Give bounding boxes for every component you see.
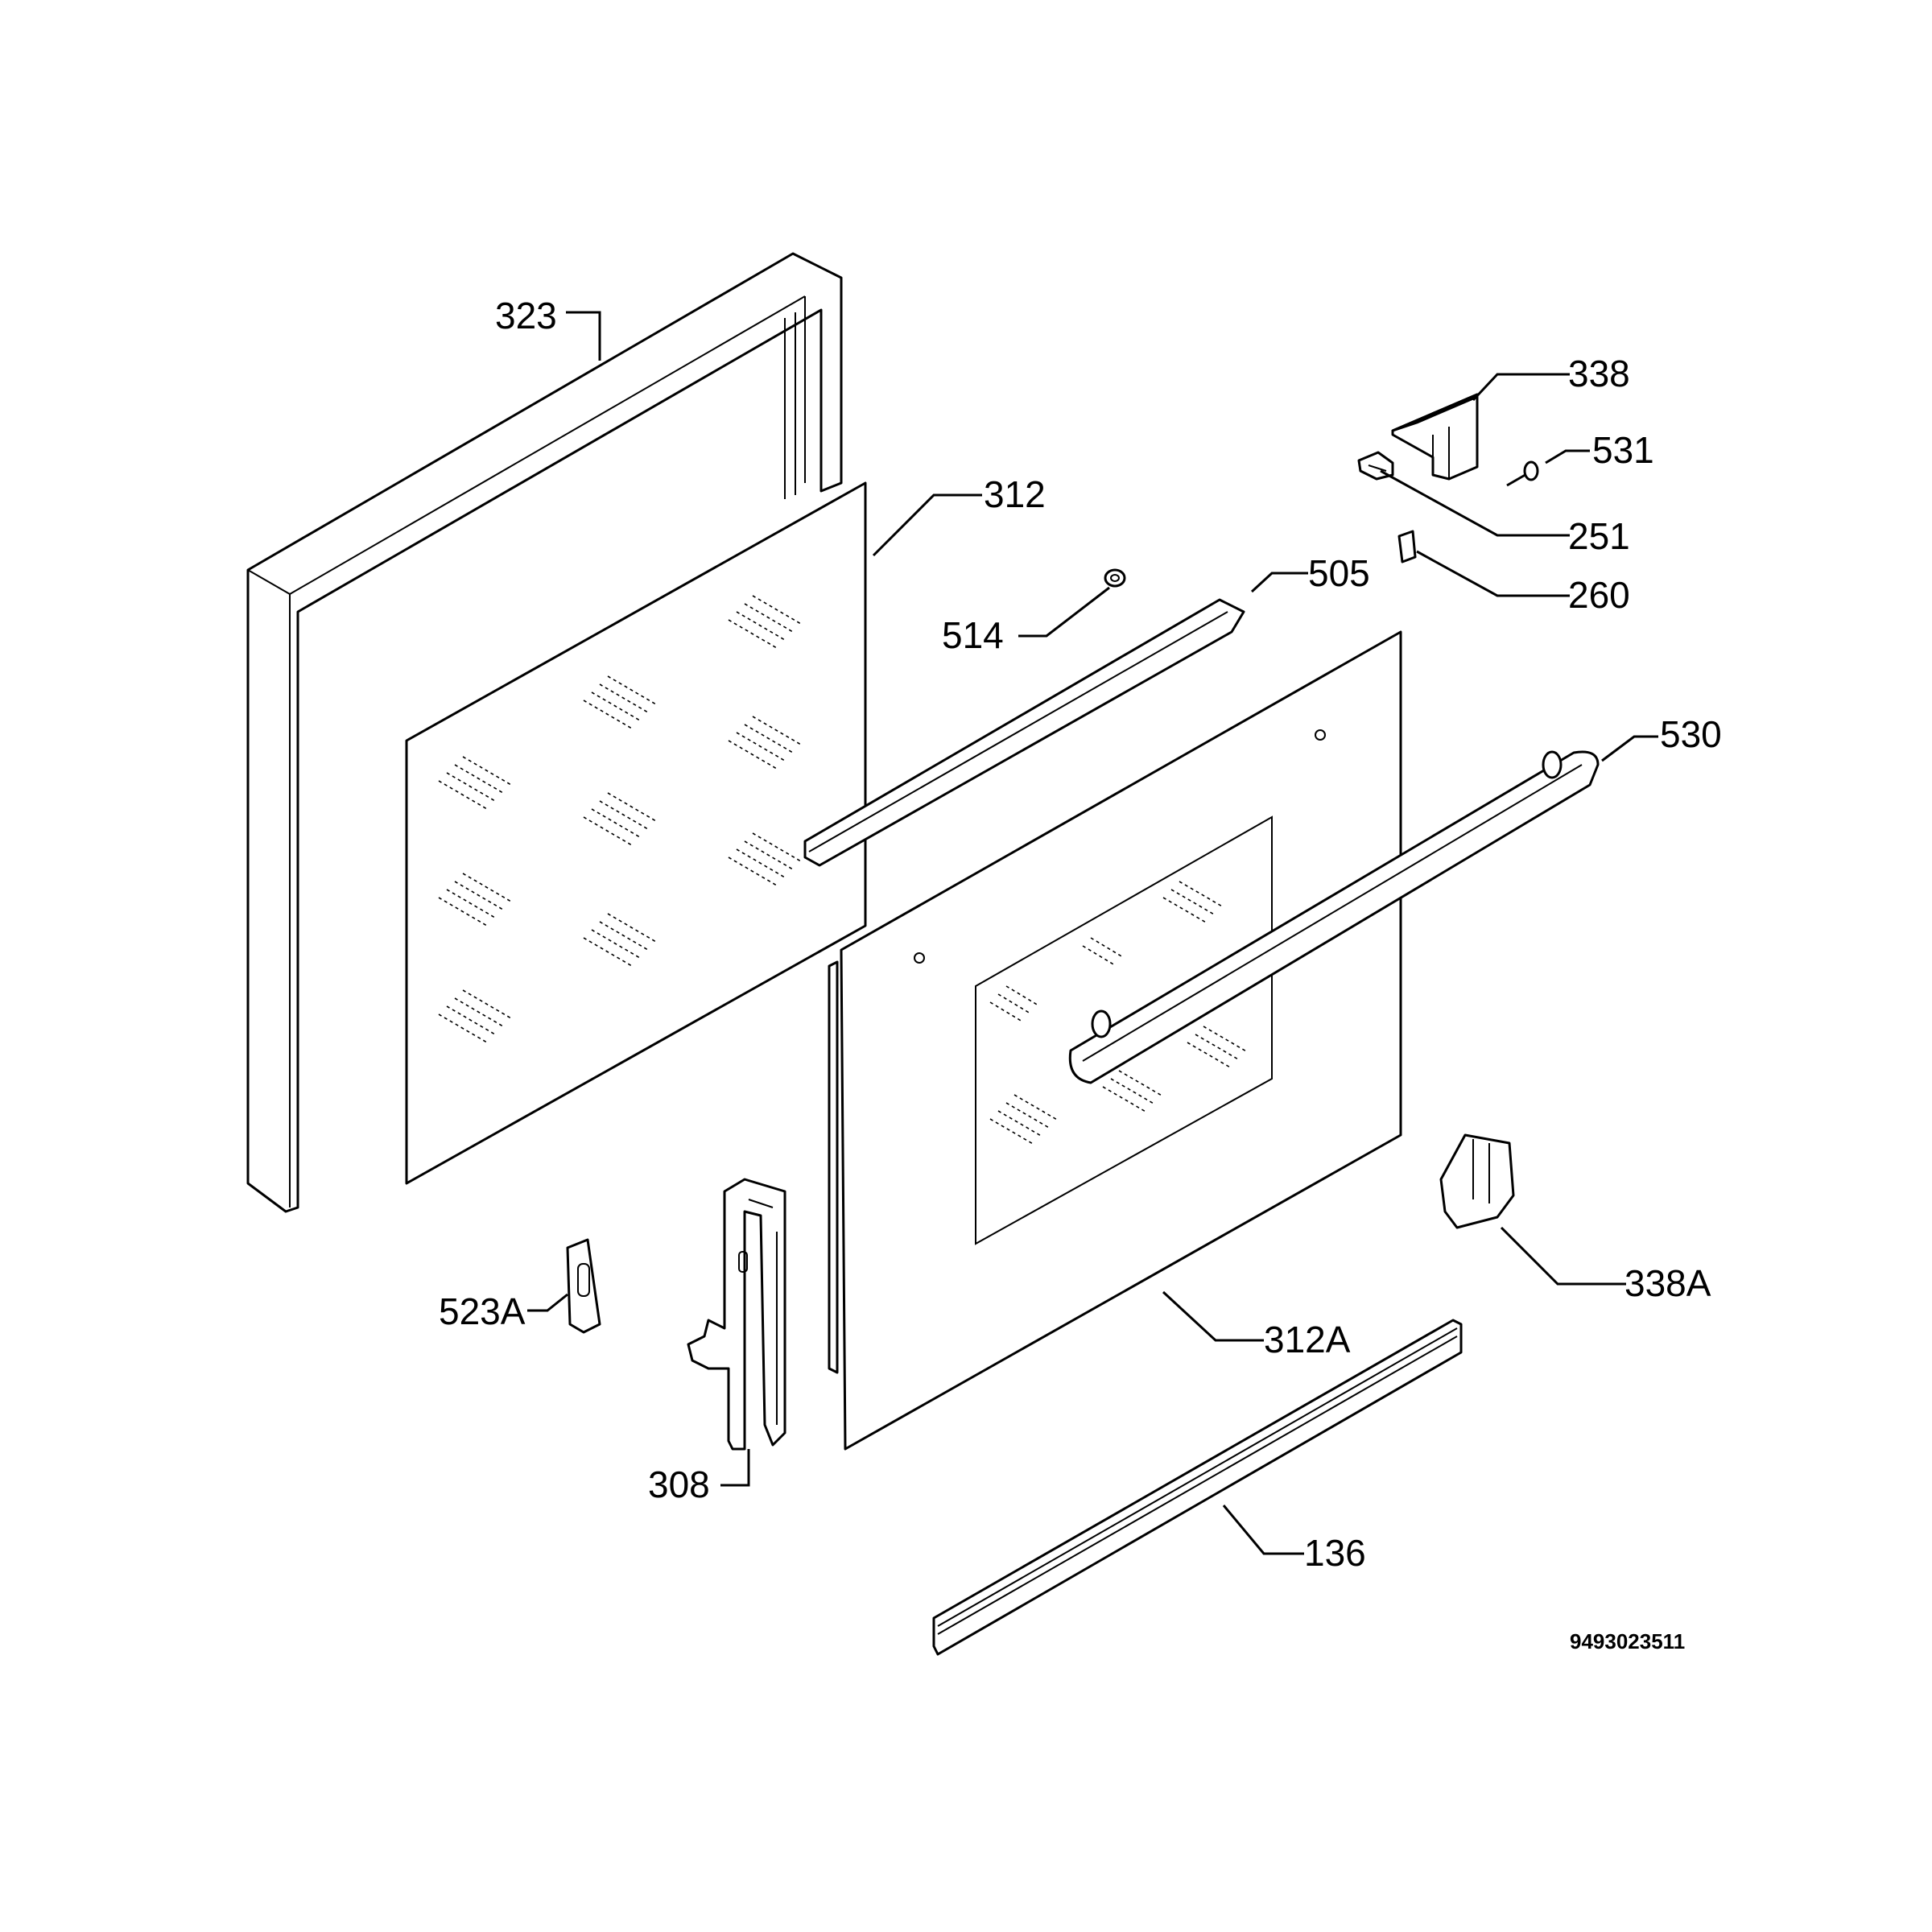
label-312: 312: [984, 473, 1046, 515]
bracket-part-338: [1391, 393, 1479, 481]
inner-glass-part-312: [405, 481, 867, 1185]
label-514: 514: [942, 614, 1004, 656]
door-frame-part-323: [246, 252, 843, 1213]
label-308: 308: [648, 1463, 710, 1505]
label-338: 338: [1568, 353, 1630, 394]
label-505: 505: [1308, 552, 1370, 594]
striker-plate-part-523a: [566, 1238, 601, 1334]
drawing-code: 9493023511: [1570, 1629, 1685, 1653]
label-323: 323: [495, 295, 557, 336]
label-523a: 523A: [439, 1290, 526, 1332]
leader-lines: [527, 311, 1658, 1555]
label-251: 251: [1568, 515, 1630, 557]
label-530: 530: [1660, 713, 1722, 755]
label-338a: 338A: [1624, 1262, 1711, 1304]
label-531: 531: [1592, 429, 1654, 471]
label-260: 260: [1568, 574, 1630, 616]
lower-trim-part-136: [932, 1319, 1463, 1656]
nut-part-514: [1104, 568, 1126, 588]
label-136: 136: [1304, 1532, 1366, 1574]
label-312a: 312A: [1264, 1319, 1351, 1360]
clip-part-260: [1397, 530, 1417, 564]
door-handle-part-530: [1068, 750, 1600, 1084]
hinge-part-308: [687, 1178, 786, 1451]
upper-trim-part-505: [803, 598, 1245, 867]
bracket-part-338a: [1439, 1133, 1515, 1229]
screw-part-531: [1506, 460, 1539, 487]
